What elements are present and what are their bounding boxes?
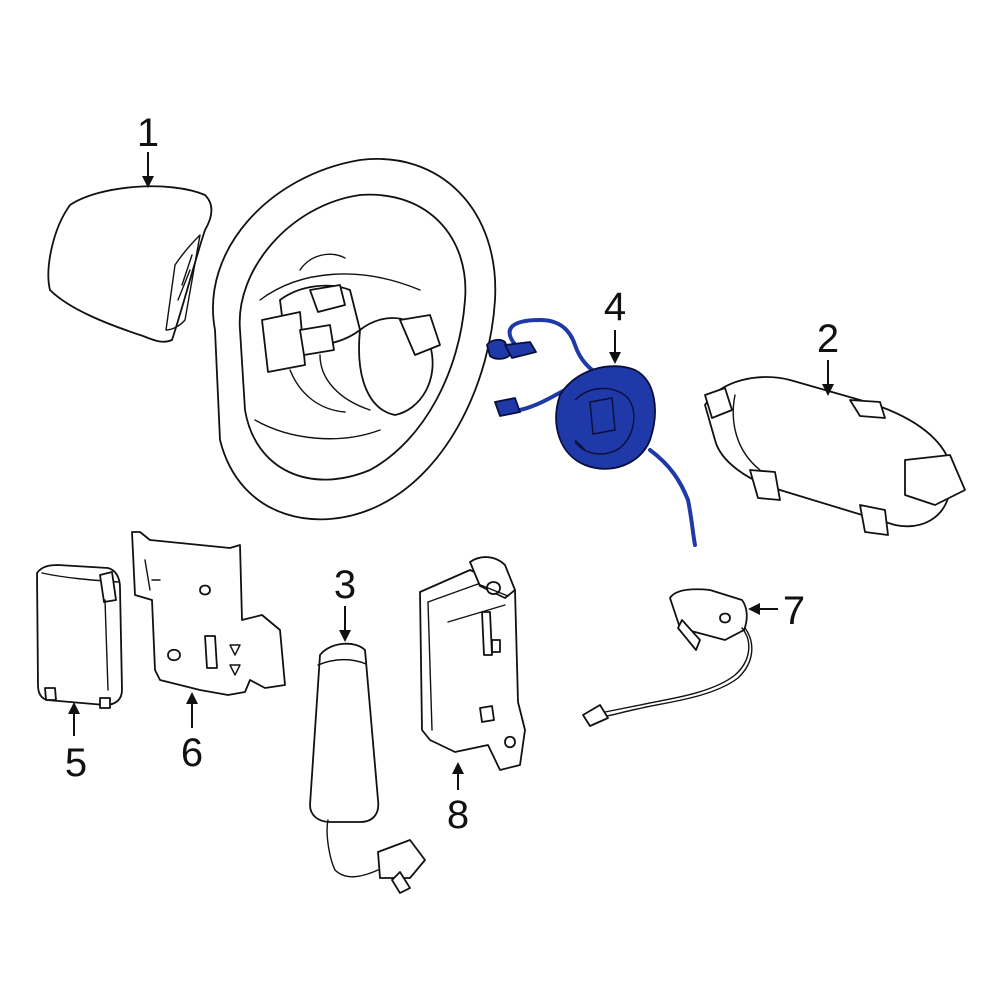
callout-6: 6 bbox=[181, 692, 203, 775]
steering-wheel bbox=[212, 158, 497, 521]
callout-label-6: 6 bbox=[181, 731, 203, 775]
callout-label-3: 3 bbox=[334, 563, 356, 607]
part-5-control-module bbox=[36, 564, 123, 709]
part-3-side-airbag bbox=[309, 642, 426, 894]
part-7-sensor bbox=[582, 588, 753, 727]
part-8-impact-sensor bbox=[419, 556, 526, 771]
callout-label-4: 4 bbox=[604, 285, 626, 329]
part-2-passenger-airbag bbox=[704, 376, 966, 536]
callout-8: 8 bbox=[447, 762, 469, 837]
callout-3: 3 bbox=[334, 563, 356, 642]
callout-7: 7 bbox=[748, 589, 805, 633]
callout-1: 1 bbox=[137, 111, 159, 188]
part-6-mounting-bracket bbox=[131, 531, 286, 696]
callout-label-2: 2 bbox=[817, 317, 839, 361]
callout-4: 4 bbox=[604, 285, 626, 364]
callout-label-1: 1 bbox=[137, 111, 159, 155]
callout-5: 5 bbox=[65, 702, 87, 785]
part-1-airbag-cover bbox=[47, 185, 213, 343]
callout-2: 2 bbox=[817, 317, 839, 396]
callout-label-5: 5 bbox=[65, 741, 87, 785]
part-4-clockspring bbox=[486, 317, 697, 547]
callout-label-8: 8 bbox=[447, 793, 469, 837]
callout-label-7: 7 bbox=[783, 589, 805, 633]
